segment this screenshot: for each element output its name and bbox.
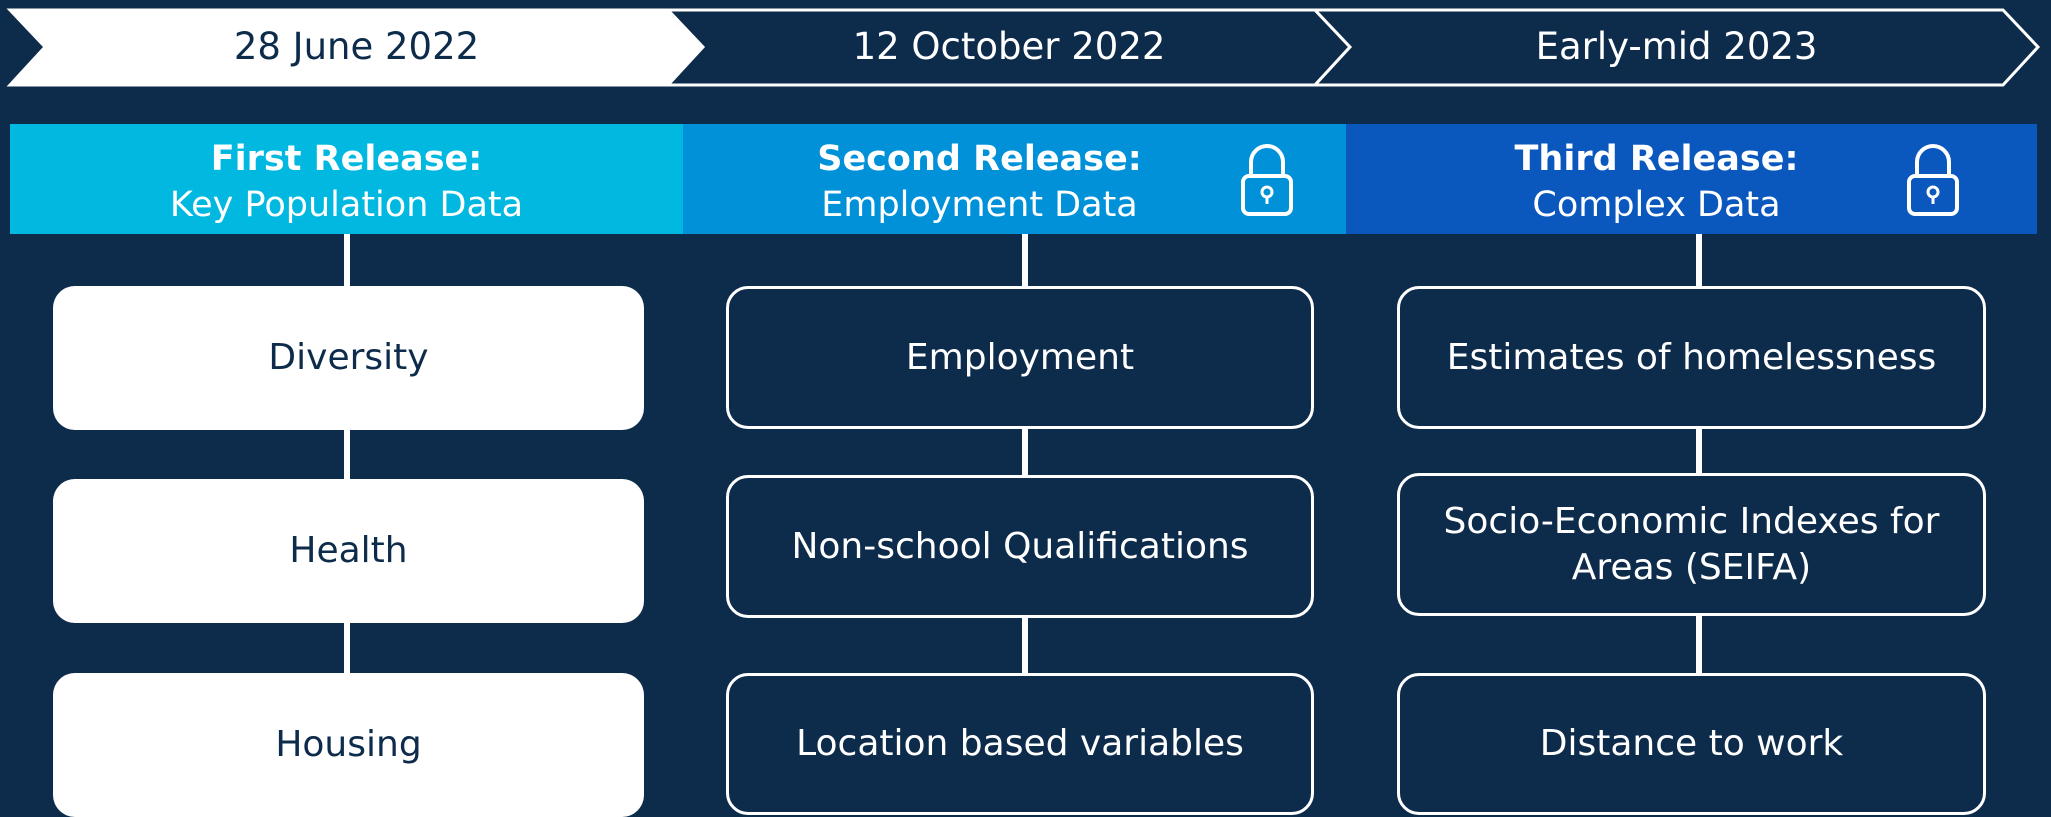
connector-line (1696, 234, 1702, 286)
connector-line (1022, 616, 1028, 674)
topic-box-non-school-qualifications: Non-school Qualifications (726, 475, 1314, 618)
connector-line (1696, 428, 1702, 474)
topic-label: Socio-Economic Indexes for Areas (SEIFA) (1443, 500, 1940, 588)
topic-label: Employment (905, 336, 1135, 378)
release-2-subtitle: Employment Data (821, 185, 1138, 225)
topic-box-seifa: Socio-Economic Indexes for Areas (SEIFA) (1397, 473, 1986, 616)
connector-line (1696, 616, 1702, 674)
release-2-title: Second Release: (817, 139, 1142, 179)
release-1-title: First Release: (210, 139, 483, 179)
release-3-title: Third Release: (1514, 139, 1799, 179)
timeline-date-3: Early-mid 2023 (1535, 25, 1818, 68)
connector-line (344, 234, 350, 286)
topic-label: Estimates of homelessness (1446, 336, 1937, 378)
topic-box-employment: Employment (726, 286, 1314, 429)
timeline-arrows (6, 8, 2041, 87)
topic-label: Housing (275, 724, 422, 765)
timeline-date-2: 12 October 2022 (852, 25, 1166, 68)
padlock-icon (1241, 144, 1293, 216)
release-2-header: Second Release: Employment Data (683, 124, 1346, 234)
release-1-subtitle: Key Population Data (169, 185, 524, 225)
connector-line (344, 428, 350, 480)
timeline-arrow-3 (1311, 8, 2041, 87)
connector-line (344, 622, 350, 674)
topic-label: Distance to work (1539, 723, 1844, 764)
topic-box-homelessness: Estimates of homelessness (1397, 286, 1986, 429)
topic-box-housing: Housing (53, 673, 644, 817)
connector-line (1022, 234, 1028, 286)
topic-label: Diversity (268, 337, 429, 378)
timeline-date-1: 28 June 2022 (233, 25, 480, 68)
topic-label: Health (289, 530, 408, 571)
topic-box-location-based-variables: Location based variables (726, 673, 1314, 815)
topic-label: Location based variables (796, 723, 1244, 764)
release-3-header: Third Release: Complex Data (1346, 124, 2037, 234)
topic-label: Non-school Qualifications (791, 525, 1249, 567)
release-1-header: First Release: Key Population Data (10, 124, 683, 234)
topic-box-distance-to-work: Distance to work (1397, 673, 1986, 815)
topic-box-health: Health (53, 479, 644, 623)
release-3-subtitle: Complex Data (1532, 185, 1781, 225)
connector-line (1022, 428, 1028, 476)
padlock-icon (1907, 144, 1959, 216)
timeline: 28 June 2022 12 October 2022 Early-mid 2… (0, 0, 2051, 95)
topic-box-diversity: Diversity (53, 286, 644, 430)
